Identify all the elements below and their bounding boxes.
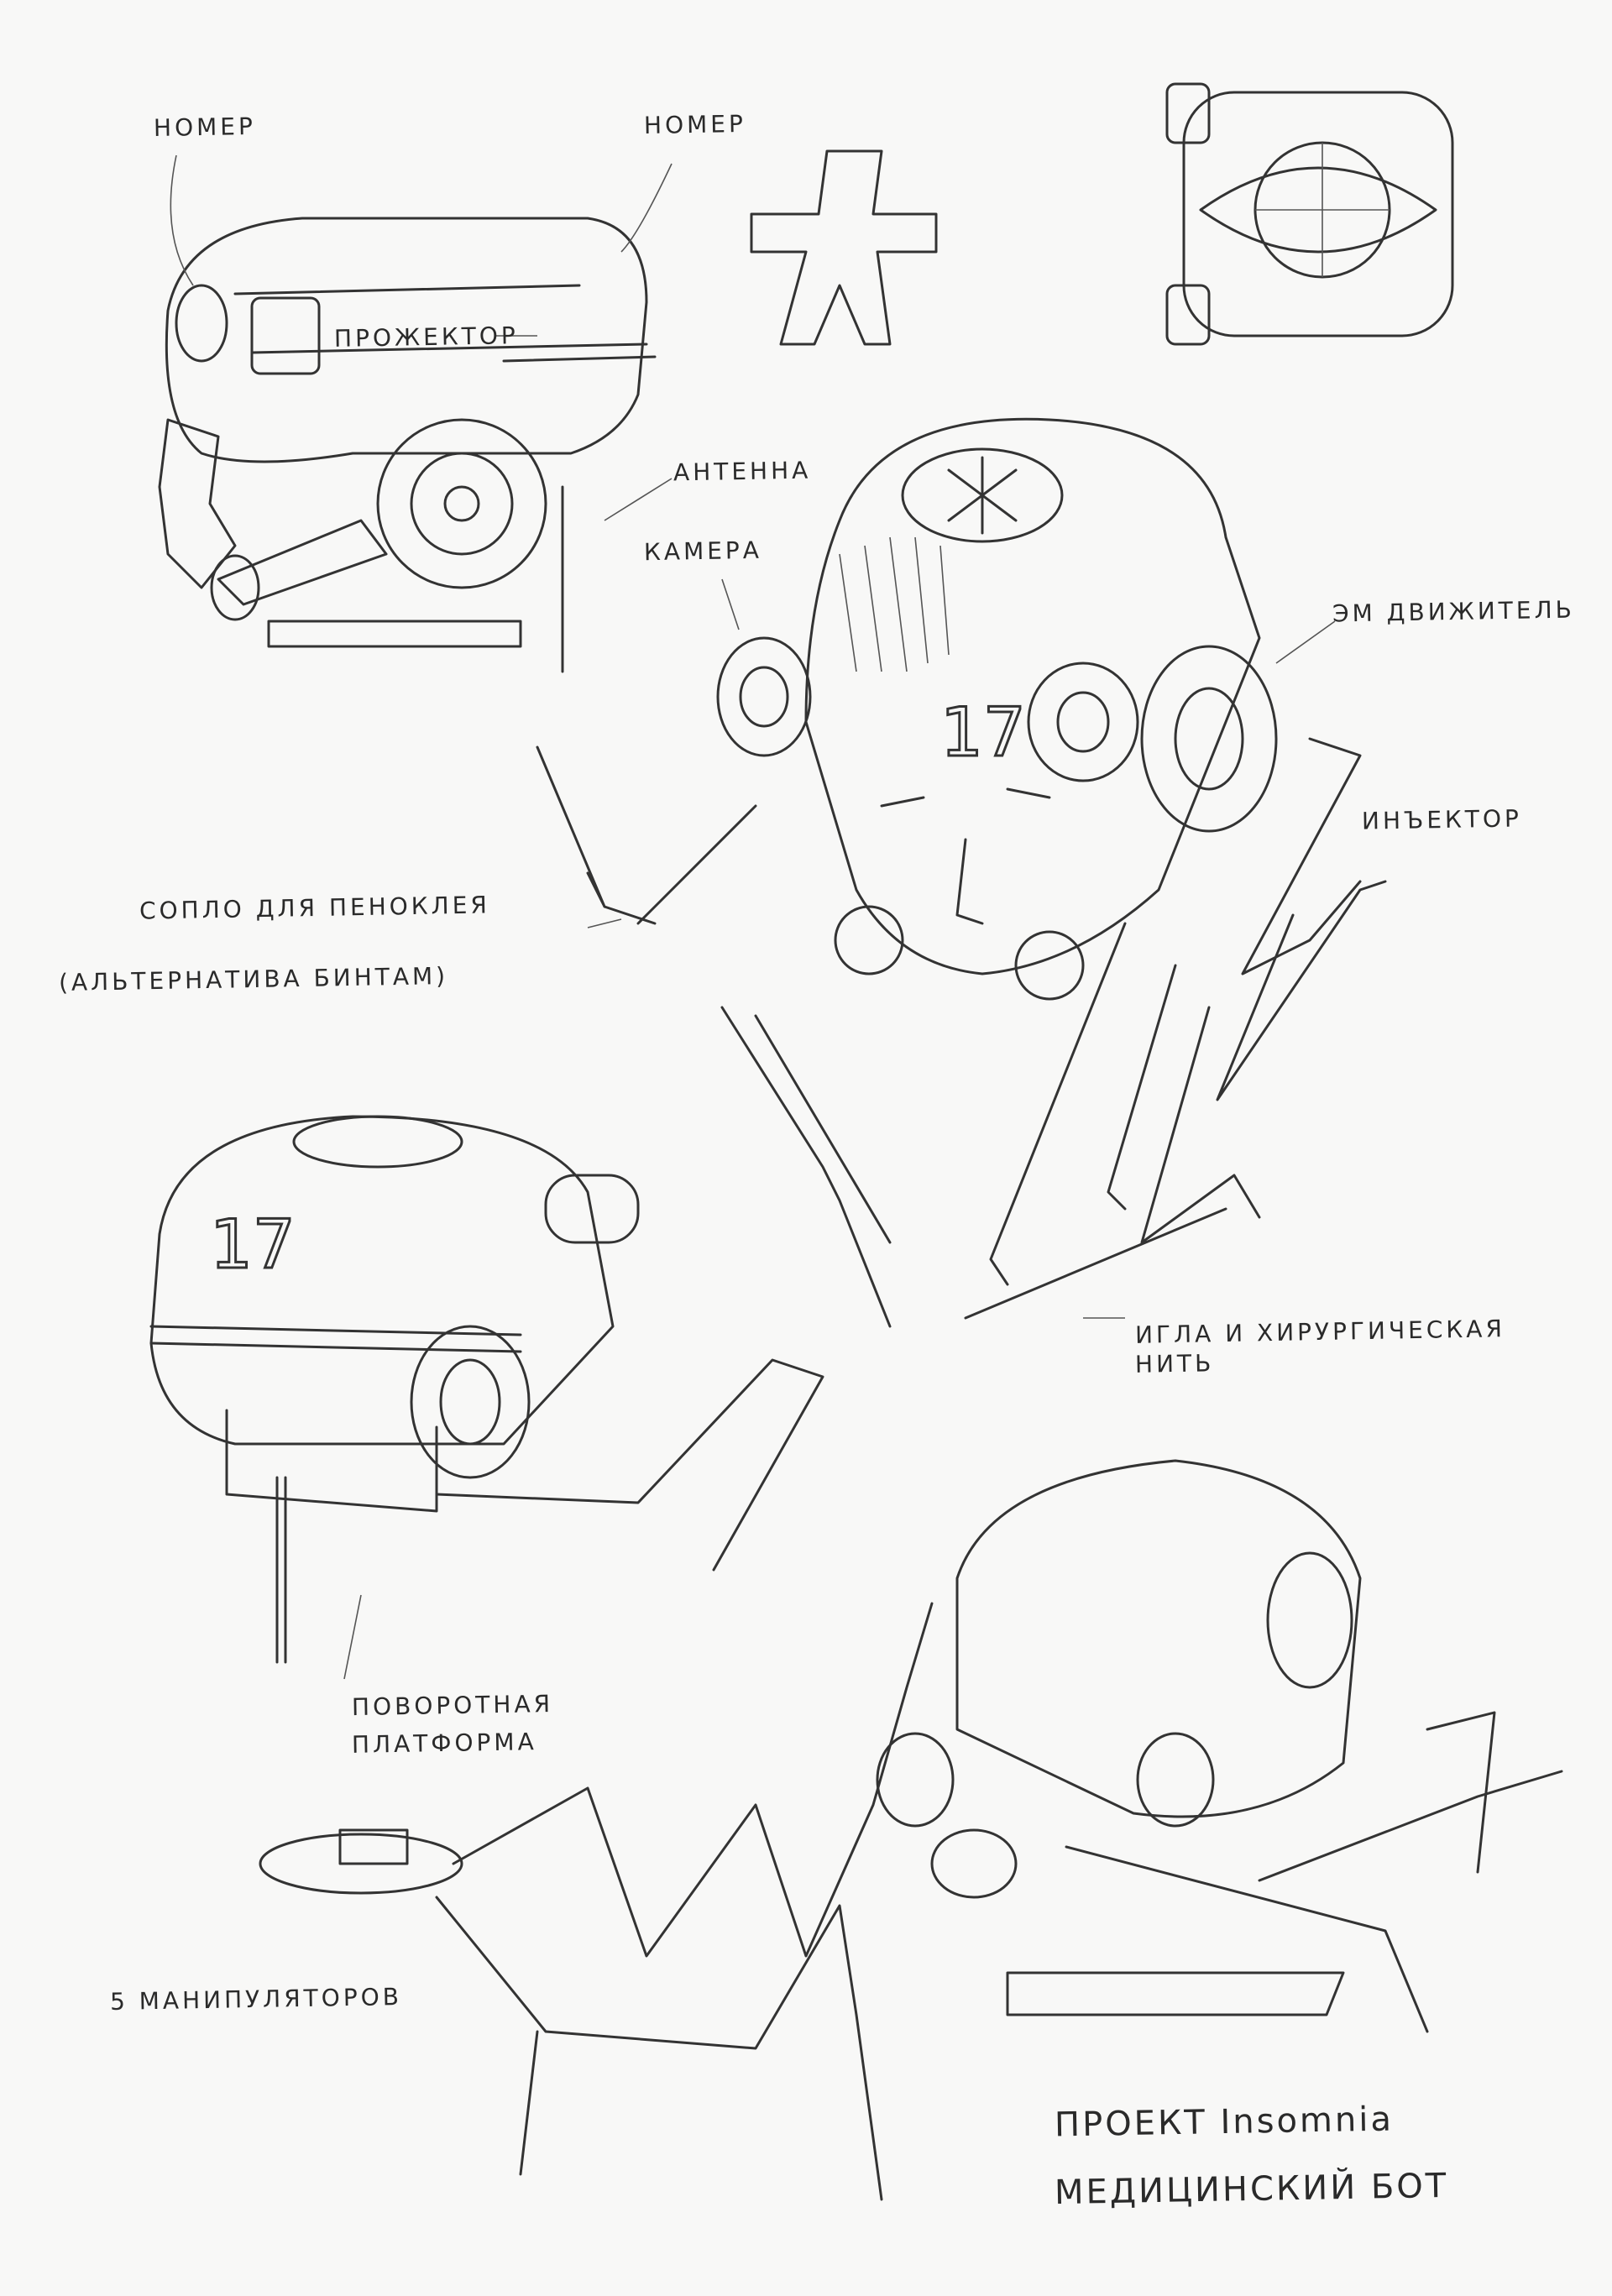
label-projector: ПРОЖЕКТОР xyxy=(333,322,520,353)
label-platform-line1: ПОВОРОТНАЯ xyxy=(351,1689,554,1722)
label-em-drive: ЭМ ДВИЖИТЕЛЬ xyxy=(1332,595,1576,628)
label-antenna: АНТЕННА xyxy=(673,456,812,487)
label-number-left: НОМЕР xyxy=(153,112,257,143)
three-quarter-robot: 17 xyxy=(149,1115,824,1664)
label-manipulators: 5 МАНИПУЛЯТОРОВ xyxy=(109,1982,403,2016)
label-platform-line2: ПЛАТФОРМА xyxy=(351,1728,537,1759)
robot-number: 17 xyxy=(210,1206,296,1284)
label-number-right: НОМЕР xyxy=(643,109,747,140)
label-project-title: ПРОЕКТ Insomnia xyxy=(1054,2100,1395,2145)
side-view-robot xyxy=(158,217,657,673)
label-needle-line2: НИТЬ xyxy=(1134,1349,1215,1378)
crouching-robot-with-manipulators xyxy=(259,1459,1563,2201)
label-injector: ИНЪЕКТОР xyxy=(1361,804,1523,835)
label-project-subtitle: МЕДИЦИНСКИЙ БОТ xyxy=(1054,2166,1449,2213)
annotation-arrows xyxy=(170,154,1336,1680)
front-view-robot: 17 xyxy=(536,417,1387,1328)
top-view-robot xyxy=(1165,82,1454,346)
label-camera: КАМЕРА xyxy=(643,536,763,567)
star-emblem xyxy=(750,149,938,346)
robot-number: 17 xyxy=(940,693,1026,771)
